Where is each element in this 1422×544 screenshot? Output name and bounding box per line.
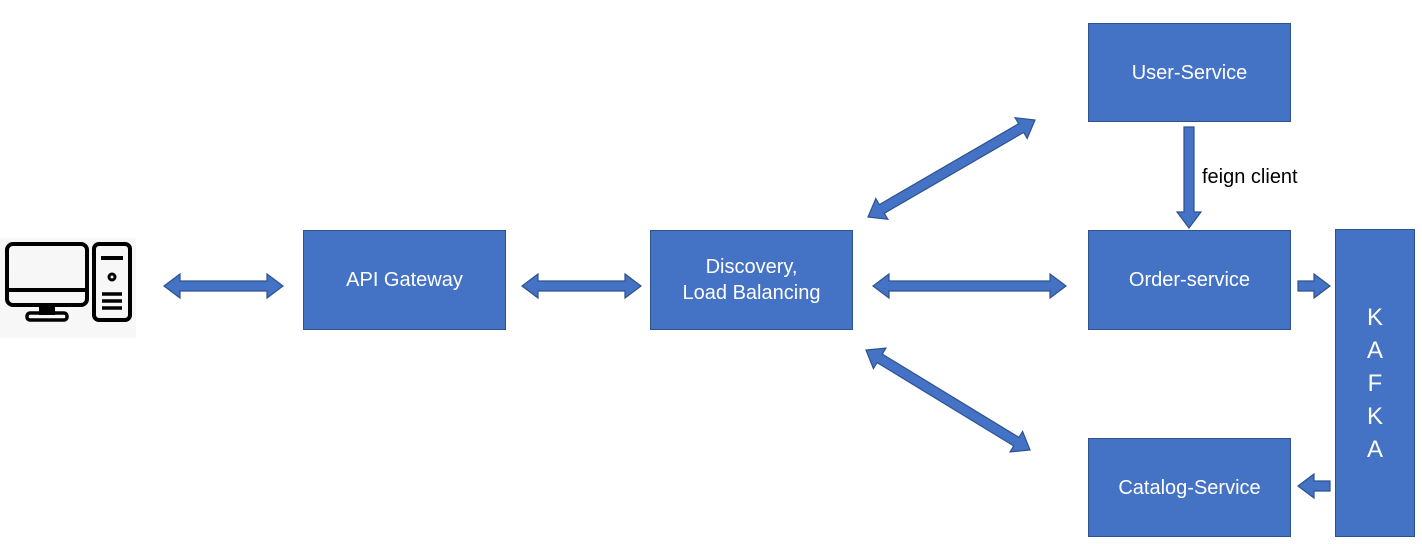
discovery-label-line1: Discovery, (705, 256, 798, 278)
discovery-load-balancing-box: Discovery, Load Balancing (650, 230, 853, 330)
order-service-box: Order-service (1088, 230, 1291, 330)
kafka-box: K A F K A (1335, 229, 1415, 537)
arrow-client-to-api-gateway (163, 272, 284, 300)
user-service-box: User-Service (1088, 23, 1291, 122)
api-gateway-box: API Gateway (303, 230, 506, 330)
user-service-label: User-Service (1131, 61, 1248, 84)
feign-client-label: feign client (1202, 166, 1298, 188)
kafka-letter: F (1367, 369, 1383, 397)
catalog-service-box: Catalog-Service (1088, 438, 1291, 537)
arrow-order-service-to-kafka (1297, 272, 1331, 300)
arrow-user-service-to-order-service (1175, 126, 1203, 229)
arrow-discovery-to-catalog-service (865, 347, 1031, 453)
kafka-letter: K (1366, 402, 1383, 430)
desktop-computer-icon (0, 238, 136, 338)
order-service-label: Order-service (1128, 269, 1251, 291)
kafka-label: K A F K A (1367, 301, 1383, 466)
catalog-service-label: Catalog-Service (1118, 476, 1261, 499)
kafka-letter: K (1366, 303, 1383, 331)
arrow-discovery-to-user-service (867, 116, 1036, 221)
discovery-label-line2: Load Balancing (682, 282, 821, 304)
kafka-letter: A (1366, 336, 1383, 364)
kafka-letter: A (1366, 435, 1383, 463)
api-gateway-label: API Gateway (346, 269, 463, 291)
arrow-discovery-to-order-service (872, 272, 1067, 300)
arrow-kafka-to-catalog-service (1297, 472, 1331, 500)
arrow-api-gateway-to-discovery (521, 272, 642, 300)
